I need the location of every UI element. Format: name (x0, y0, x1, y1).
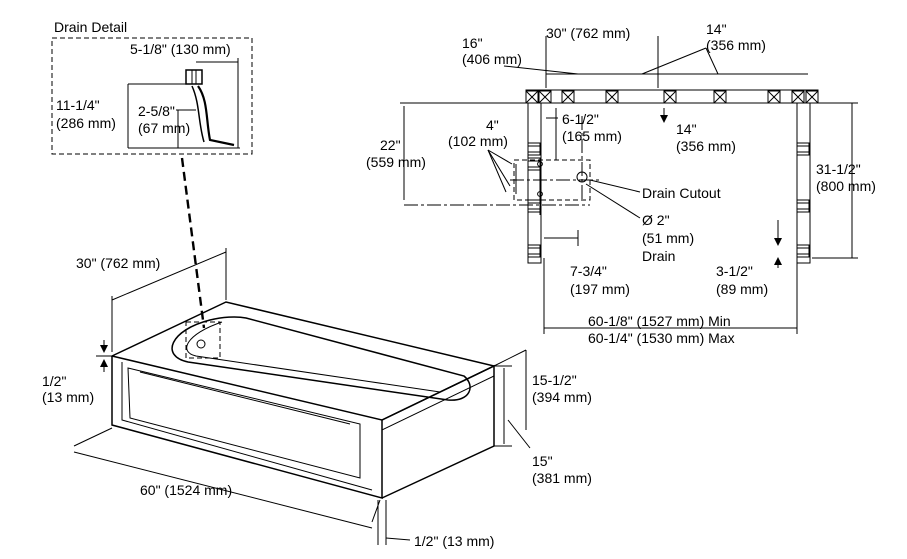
left-wall (527, 102, 542, 264)
d14-in: 14" (676, 121, 697, 137)
d22-mm: (559 mm) (366, 154, 426, 170)
d7-mm: (197 mm) (570, 281, 630, 297)
d22-in: 22" (380, 137, 401, 153)
overflow-fitting (185, 69, 203, 85)
tub-rim-mm: (13 mm) (42, 389, 94, 405)
tub-length-label: 60" (1524 mm) (140, 482, 232, 498)
drain-depth-in: 2-5/8" (138, 103, 175, 119)
d31-in: 31-1/2" (816, 161, 861, 177)
d4-mm: (102 mm) (448, 133, 508, 149)
right-wall (796, 102, 811, 264)
d31-mm: (800 mm) (816, 178, 876, 194)
drain-pipe (197, 85, 235, 147)
tub-bottom-label: 1/2" (13 mm) (414, 533, 494, 549)
drain-detail-title: Drain Detail (54, 19, 127, 35)
d6-mm: (165 mm) (562, 128, 622, 144)
tub-height-mm: (394 mm) (532, 389, 592, 405)
tub-apron-mm: (381 mm) (532, 470, 592, 486)
tub-rim-in: 1/2" (42, 373, 66, 389)
drain-cutout-label: Drain Cutout (642, 185, 721, 201)
opening-min: 60-1/8" (1527 mm) Min (588, 313, 731, 329)
drain-dia-1: Ø 2" (642, 212, 670, 228)
drain-detail: Drain Detail 5-1/8" (130 mm) 11-1/4" (28… (51, 19, 253, 155)
apron-height-leader (507, 419, 531, 449)
detail-leader-line (180, 157, 206, 329)
drain-detail-frame (51, 37, 253, 155)
apron-panel (127, 367, 361, 479)
stud-16-in: 16" (462, 35, 483, 51)
tub-height-in: 15-1/2" (532, 372, 577, 388)
drain-height-in: 11-1/4" (56, 97, 100, 113)
drain-dia-2: (51 mm) (642, 230, 694, 246)
stud-14-mm: (356 mm) (706, 37, 766, 53)
drain-hole (196, 339, 206, 349)
d7-in: 7-3/4" (570, 263, 607, 279)
tub-bowl (171, 316, 471, 401)
d4-in: 4" (486, 117, 499, 133)
tub-width-label: 30" (762 mm) (76, 255, 160, 271)
drain-location-box (185, 321, 221, 359)
drain-depth-mm: (67 mm) (138, 120, 190, 136)
d14-mm: (356 mm) (676, 138, 736, 154)
drain-height-mm: (286 mm) (56, 115, 116, 131)
d6-in: 6-1/2" (562, 111, 599, 127)
top-30-label: 30" (762 mm) (546, 25, 630, 41)
tub-apron (111, 356, 383, 499)
opening-max: 60-1/4" (1530 mm) Max (588, 330, 735, 346)
rough-in-plan: 30" (762 mm) 16" (406 mm) 14" (356 mm) 2… (366, 21, 876, 346)
stud-16-mm: (406 mm) (462, 51, 522, 67)
tub-width-dimension (111, 251, 227, 301)
d3-in: 3-1/2" (716, 263, 753, 279)
tub-apron-in: 15" (532, 453, 553, 469)
tub-end (381, 364, 495, 499)
drain-dia-3: Drain (642, 248, 675, 264)
tub-view: 30" (762 mm) 1/2" (13 mm) 60" (1524 mm) … (42, 248, 592, 549)
stud-14-in: 14" (706, 21, 727, 37)
tub-deck (109, 301, 497, 421)
drain-detail-width-label: 5-1/8" (130 mm) (130, 41, 231, 57)
tub-length-dimension (73, 451, 373, 529)
d3-mm: (89 mm) (716, 281, 768, 297)
